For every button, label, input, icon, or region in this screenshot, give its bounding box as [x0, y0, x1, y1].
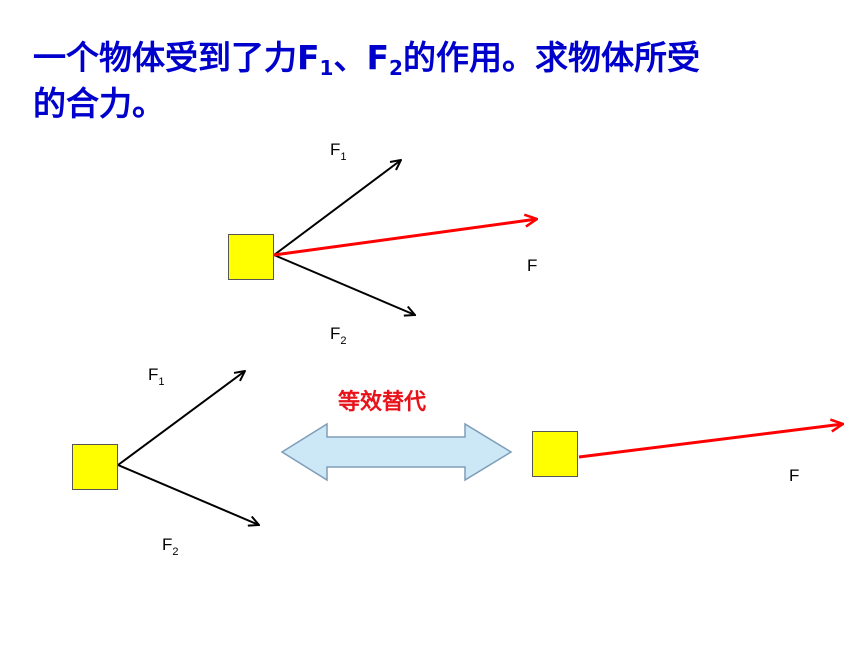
top-f1-label: F1 [330, 140, 347, 163]
top-f1-arrow [273, 160, 401, 256]
top-resultant-label: F [527, 256, 538, 275]
bottom-f2-arrow [117, 464, 259, 525]
equivalence-label: 等效替代 [338, 390, 427, 415]
top-f2-label: F2 [330, 324, 347, 347]
bottom-resultant-arrow [578, 424, 843, 459]
top-object-box [228, 234, 274, 280]
bottom-f1-arrow [117, 371, 245, 466]
equivalence-double-arrow [280, 422, 513, 482]
bottom-right-object-box [532, 431, 578, 477]
question-title-line-2: 的合力。 [33, 84, 165, 123]
bottom-left-object-box [72, 444, 118, 490]
bottom-f1-label: F1 [148, 365, 165, 388]
top-f2-arrow [273, 254, 415, 315]
bottom-f2-label: F2 [162, 535, 179, 558]
top-resultant-arrow [273, 219, 537, 257]
question-title-line-1: 一个物体受到了力F1、F2的作用。求物体所受 [33, 38, 700, 80]
bottom-resultant-label: F [789, 466, 800, 485]
